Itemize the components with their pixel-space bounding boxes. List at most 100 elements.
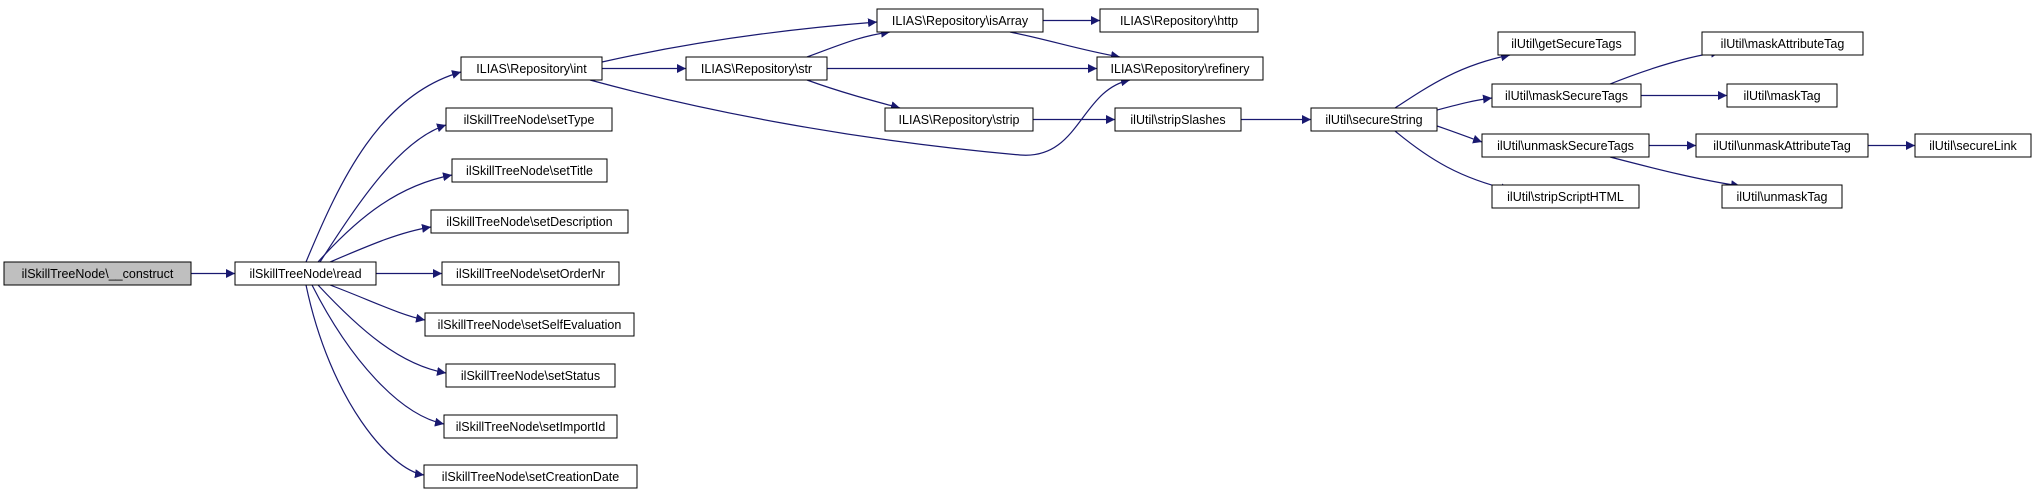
node-box[interactable]: [423, 464, 638, 489]
node-box[interactable]: [1726, 83, 1838, 108]
node-label: ILIAS\Repository\int: [476, 62, 587, 76]
node-label: ilSkillTreeNode\read: [249, 267, 361, 281]
edge-n1-n7: [329, 284, 426, 323]
node-label: ilUtil\getSecureTags: [1511, 37, 1621, 51]
node-n11[interactable]: ILIAS\Repository\isArray: [876, 8, 1044, 33]
node-n13[interactable]: ILIAS\Repository\refinery: [1096, 56, 1264, 81]
node-box[interactable]: [3, 261, 192, 286]
node-label: ilUtil\unmaskAttributeTag: [1713, 139, 1851, 153]
node-box[interactable]: [1695, 133, 1869, 158]
node-n8[interactable]: ilSkillTreeNode\setStatus: [445, 363, 616, 388]
node-n19[interactable]: ilUtil\maskSecureTags: [1491, 83, 1642, 108]
node-label: ilUtil\maskSecureTags: [1505, 89, 1628, 103]
edge-n2-n11: [601, 18, 878, 63]
node-label: ILIAS\Repository\str: [701, 62, 812, 76]
node-label: ilUtil\stripScriptHTML: [1507, 190, 1624, 204]
edge-n1-n10: [305, 284, 425, 479]
node-box[interactable]: [1914, 133, 2032, 158]
edge-n1-n2: [305, 70, 462, 263]
node-box[interactable]: [441, 261, 620, 286]
edge-n2-n13: [589, 77, 1131, 156]
node-label: ilSkillTreeNode\setDescription: [446, 215, 612, 229]
node-label: ilUtil\maskTag: [1743, 89, 1820, 103]
node-n22[interactable]: ilUtil\maskAttributeTag: [1701, 31, 1864, 56]
node-box[interactable]: [234, 261, 377, 286]
node-label: ilSkillTreeNode\setTitle: [466, 164, 593, 178]
node-box[interactable]: [445, 107, 613, 132]
node-label: ilSkillTreeNode\setStatus: [461, 369, 600, 383]
node-box[interactable]: [1491, 83, 1642, 108]
edge-n1-n9: [311, 284, 445, 427]
node-box[interactable]: [1310, 107, 1438, 132]
node-box[interactable]: [876, 8, 1044, 33]
edge-n20-n25: [1609, 156, 1741, 190]
node-label: ilSkillTreeNode\setOrderNr: [456, 267, 605, 281]
edge-n17-n19: [1436, 94, 1493, 111]
node-box[interactable]: [884, 107, 1034, 132]
edge-n11-n13: [1009, 31, 1121, 60]
nodes-layer: ilSkillTreeNode\__construct ilSkillTreeNo…: [3, 8, 2032, 489]
node-n20[interactable]: ilUtil\unmaskSecureTags: [1481, 133, 1650, 158]
edge-n19-n22: [1609, 48, 1721, 85]
node-n17[interactable]: ilUtil\secureString: [1310, 107, 1438, 132]
node-box[interactable]: [685, 56, 828, 81]
node-box[interactable]: [1481, 133, 1650, 158]
node-label: ilUtil\stripSlashes: [1130, 113, 1225, 127]
edge-n17-n18: [1394, 52, 1511, 109]
node-n16[interactable]: ilUtil\stripSlashes: [1114, 107, 1242, 132]
node-box[interactable]: [443, 414, 618, 439]
edge-n12-n11: [806, 28, 891, 58]
node-n23[interactable]: ilUtil\maskTag: [1726, 83, 1838, 108]
node-box[interactable]: [1721, 184, 1843, 209]
node-box[interactable]: [424, 312, 635, 337]
node-box[interactable]: [1497, 31, 1636, 56]
node-label: ilUtil\unmaskSecureTags: [1497, 139, 1634, 153]
node-box[interactable]: [1099, 8, 1259, 33]
node-n21[interactable]: ilUtil\stripScriptHTML: [1491, 184, 1640, 209]
node-label: ILIAS\Repository\isArray: [892, 14, 1029, 28]
node-n12[interactable]: ILIAS\Repository\str: [685, 56, 828, 81]
node-n4[interactable]: ilSkillTreeNode\setTitle: [451, 158, 608, 183]
node-n9[interactable]: ilSkillTreeNode\setImportId: [443, 414, 618, 439]
node-n18[interactable]: ilUtil\getSecureTags: [1497, 31, 1636, 56]
edge-n1-n8: [317, 284, 447, 376]
node-box[interactable]: [1114, 107, 1242, 132]
node-n15[interactable]: ILIAS\Repository\strip: [884, 107, 1034, 132]
node-box[interactable]: [430, 209, 629, 234]
node-n1[interactable]: ilSkillTreeNode\read: [234, 261, 377, 286]
node-n5[interactable]: ilSkillTreeNode\setDescription: [430, 209, 629, 234]
node-label: ilUtil\secureLink: [1929, 139, 2017, 153]
node-box[interactable]: [460, 56, 603, 81]
edge-n17-n20: [1436, 125, 1483, 144]
edge-n1-n4: [317, 172, 453, 263]
node-n2[interactable]: ILIAS\Repository\int: [460, 56, 603, 81]
node-label: ilUtil\maskAttributeTag: [1721, 37, 1845, 51]
node-box[interactable]: [451, 158, 608, 183]
node-label: ilSkillTreeNode\__construct: [22, 267, 174, 281]
node-n3[interactable]: ilSkillTreeNode\setType: [445, 107, 613, 132]
node-label: ilSkillTreeNode\setType: [464, 113, 595, 127]
node-n14[interactable]: ILIAS\Repository\http: [1099, 8, 1259, 33]
node-n26[interactable]: ilUtil\secureLink: [1914, 133, 2032, 158]
edges-layer: [191, 16, 1915, 479]
edge-n1-n5: [329, 223, 432, 263]
node-label: ilSkillTreeNode\setCreationDate: [442, 470, 619, 484]
node-label: ilUtil\secureString: [1325, 113, 1422, 127]
node-label: ILIAS\Repository\http: [1120, 14, 1238, 28]
node-n10[interactable]: ilSkillTreeNode\setCreationDate: [423, 464, 638, 489]
node-box[interactable]: [1491, 184, 1640, 209]
node-n0[interactable]: ilSkillTreeNode\__construct: [3, 261, 192, 286]
edge-n12-n15: [806, 79, 901, 111]
node-n24[interactable]: ilUtil\unmaskAttributeTag: [1695, 133, 1869, 158]
node-box[interactable]: [1701, 31, 1864, 56]
edge-n1-n3: [319, 123, 447, 263]
node-label: ilUtil\unmaskTag: [1736, 190, 1827, 204]
node-label: ILIAS\Repository\refinery: [1111, 62, 1251, 76]
node-box[interactable]: [1096, 56, 1264, 81]
node-label: ILIAS\Repository\strip: [899, 113, 1020, 127]
node-n25[interactable]: ilUtil\unmaskTag: [1721, 184, 1843, 209]
node-n7[interactable]: ilSkillTreeNode\setSelfEvaluation: [424, 312, 635, 337]
node-n6[interactable]: ilSkillTreeNode\setOrderNr: [441, 261, 620, 286]
node-box[interactable]: [445, 363, 616, 388]
